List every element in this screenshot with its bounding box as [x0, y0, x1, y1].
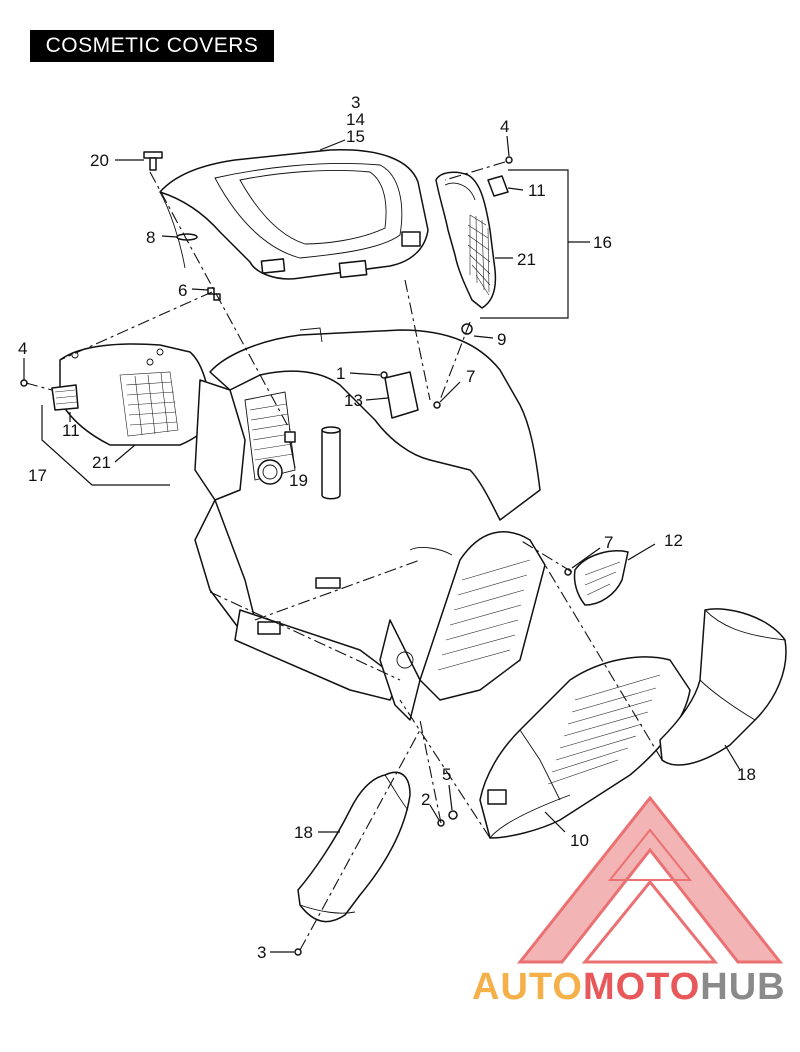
callout-13: 13 — [344, 391, 363, 410]
callout-12: 12 — [664, 531, 683, 550]
right-lower-cover-part — [659, 608, 787, 766]
watermark-text: AUTOMOTOHUB — [472, 966, 786, 1009]
clip-part-19 — [284, 431, 296, 443]
push-pin-part — [143, 151, 163, 171]
assembly-lines — [25, 161, 663, 951]
callout-labels: 20 3 14 15 4 11 16 21 8 9 6 4 1 7 13 11 … — [18, 93, 756, 962]
callout-18-left: 18 — [294, 823, 313, 842]
callout-7-top: 7 — [466, 367, 475, 386]
callout-4-right: 4 — [500, 117, 509, 136]
callout-18-right: 18 — [737, 765, 756, 784]
watermark-text-hub: HUB — [700, 966, 786, 1008]
watermark-logo-icon — [516, 795, 784, 964]
callout-2: 2 — [421, 790, 430, 809]
bracket-part — [384, 371, 419, 419]
washer-part-5 — [448, 810, 458, 820]
emblem-part-left — [51, 384, 79, 411]
nut-part-2 — [213, 293, 221, 301]
screw-part-3 — [294, 948, 302, 956]
callout-3-bottom: 3 — [257, 943, 266, 962]
callout-21-right: 21 — [517, 250, 536, 269]
emblem-part-right — [487, 175, 509, 197]
nut-part — [207, 287, 215, 295]
callout-11-left: 11 — [62, 421, 80, 440]
callout-7-right: 7 — [604, 533, 613, 552]
left-side-cover-part — [51, 343, 213, 446]
callout-17: 17 — [28, 466, 47, 485]
section-title: COSMETIC COVERS — [30, 30, 274, 62]
left-lower-cover-part — [297, 771, 411, 923]
callout-3-top: 3 — [351, 93, 360, 112]
callout-15: 15 — [346, 127, 365, 146]
callout-9: 9 — [497, 330, 506, 349]
callout-4-left: 4 — [18, 339, 27, 358]
callout-19: 19 — [289, 471, 308, 490]
watermark-text-auto: AUTO — [472, 966, 583, 1008]
callout-21-left: 21 — [92, 453, 111, 472]
motorcycle-frame-part — [194, 327, 546, 721]
callout-1: 1 — [336, 364, 345, 383]
radiator-shroud-part — [479, 656, 691, 839]
callout-5: 5 — [442, 765, 451, 784]
callout-14: 14 — [346, 110, 365, 129]
callout-10: 10 — [570, 831, 589, 850]
callout-20: 20 — [90, 151, 109, 170]
watermark-text-moto: MOTO — [582, 966, 701, 1008]
callout-11-right: 11 — [528, 181, 546, 200]
nut-part-7a — [433, 401, 441, 409]
right-side-cover-part — [435, 171, 509, 335]
callout-6: 6 — [178, 281, 187, 300]
callout-8: 8 — [146, 228, 155, 247]
callout-16: 16 — [593, 233, 612, 252]
leader-lines — [23, 135, 741, 953]
top-cover-part — [159, 149, 429, 280]
screw-part-4a — [505, 156, 513, 164]
screw-part-1 — [380, 371, 388, 379]
